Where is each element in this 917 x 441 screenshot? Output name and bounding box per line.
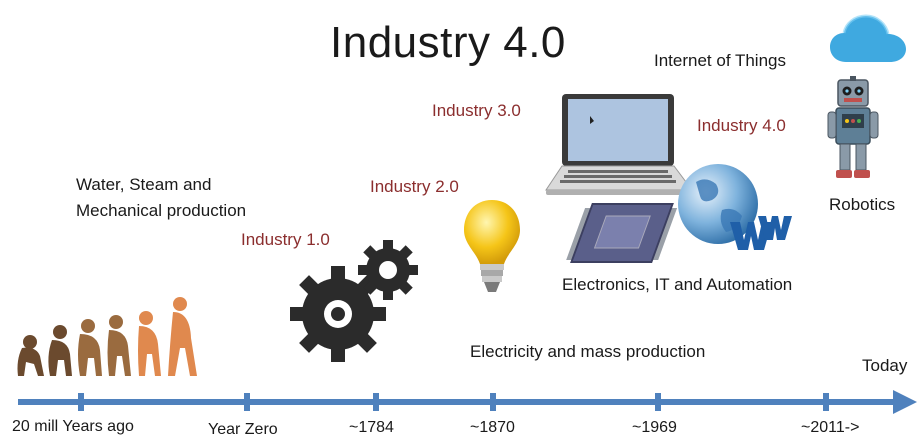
timeline-tick (373, 393, 379, 411)
cpu-chip-icon (566, 203, 678, 263)
tick-label: ~2011-> (801, 419, 860, 436)
globe-www-icon (678, 164, 792, 250)
timeline-tick (823, 393, 829, 411)
timeline-tick (78, 393, 84, 411)
cloud-icon (830, 14, 906, 62)
small-gear-icon (358, 240, 418, 300)
large-gear-icon (290, 266, 386, 362)
mechanical-description-line1: Water, Steam and (76, 175, 212, 194)
page-title: Industry 4.0 (330, 18, 566, 67)
industry-4-label: Industry 4.0 (697, 116, 786, 135)
industry-1-label: Industry 1.0 (241, 230, 330, 249)
timeline-arrowhead (893, 390, 917, 414)
gears-icon (290, 240, 418, 362)
industry-3-label: Industry 3.0 (432, 101, 521, 120)
iot-description: Internet of Things (654, 51, 786, 70)
robotics-description: Robotics (829, 195, 896, 214)
light-bulb-icon (464, 200, 520, 292)
tick-label: ~1870 (470, 419, 515, 436)
timeline-tick (244, 393, 250, 411)
tick-label: ~1784 (349, 419, 394, 436)
timeline-tick (655, 393, 661, 411)
laptop-icon (545, 94, 693, 195)
tick-label: 20 mill Years ago (12, 418, 134, 435)
mechanical-description: Water, Steam and Mechanical production (76, 172, 246, 224)
mechanical-description-line2: Mechanical production (76, 201, 247, 220)
industry-2-label: Industry 2.0 (370, 177, 459, 196)
evolution-figures-icon (17, 297, 197, 376)
robot-icon (827, 76, 879, 178)
tick-label: Year Zero (208, 421, 278, 438)
timeline-tick (490, 393, 496, 411)
tick-label: ~1969 (632, 419, 677, 436)
today-label: Today (862, 356, 908, 375)
electronics-description: Electronics, IT and Automation (562, 275, 793, 294)
www-icon (730, 216, 792, 250)
electricity-description: Electricity and mass production (470, 342, 706, 361)
